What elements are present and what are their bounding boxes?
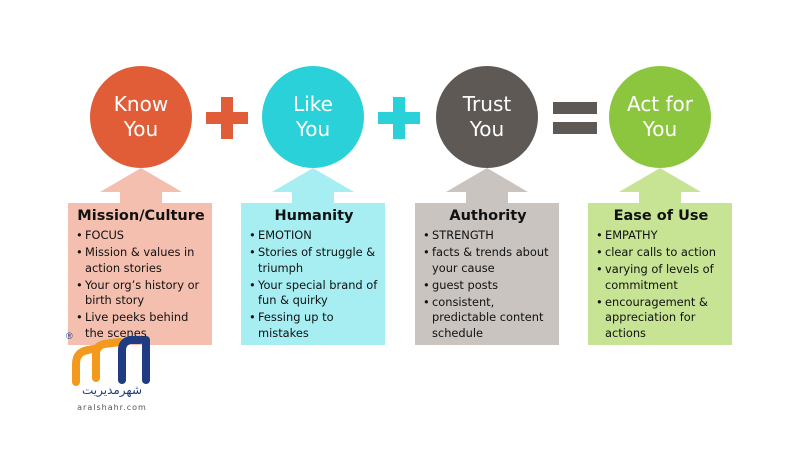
card-title: Ease of Use: [613, 208, 709, 224]
equals-operator: [553, 102, 597, 134]
list-item: facts & trends about your cause: [423, 245, 553, 276]
list-item: Fessing up to mistakes: [249, 310, 379, 341]
list-item: Stories of struggle & triumph: [249, 245, 379, 276]
humanity-card: Humanity EMOTION Stories of struggle & t…: [241, 203, 385, 345]
mission-culture-card: Mission/Culture FOCUS Mission & values i…: [68, 203, 212, 345]
card-title: Authority: [449, 208, 527, 224]
list-item: Your special brand of fun & quirky: [249, 278, 379, 309]
list-item: FOCUS: [76, 228, 206, 244]
act-for-you-line1: Act for: [626, 92, 694, 116]
logo-tagline: شهرمدیریت: [81, 383, 143, 397]
list-item: EMPATHY: [596, 228, 726, 244]
registered-mark: ®: [66, 331, 73, 341]
card-title: Mission/Culture: [77, 208, 205, 224]
up-arrow-mission: [100, 168, 182, 204]
list-item: Your org’s history or birth story: [76, 278, 206, 309]
logo-mark: [72, 336, 150, 386]
list-item: consistent, predictable content schedule: [423, 295, 553, 342]
list-item: Mission & values in action stories: [76, 245, 206, 276]
know-you-line2: You: [123, 117, 159, 141]
trust-you-line1: Trust: [462, 92, 512, 116]
up-arrow-ease: [619, 168, 701, 204]
list-item: encouragement & appreciation for actions: [596, 295, 726, 342]
plus-operator-2: [378, 97, 420, 139]
list-item: STRENGTH: [423, 228, 553, 244]
list-item: EMOTION: [249, 228, 379, 244]
know-you-line1: Know: [113, 92, 169, 116]
like-you-line1: Like: [293, 92, 333, 116]
list-item: Live peeks behind the scenes: [76, 310, 206, 341]
list-item: guest posts: [423, 278, 553, 294]
list-item: varying of levels of commitment: [596, 262, 726, 293]
up-arrow-authority: [446, 168, 528, 204]
act-for-you-line2: You: [642, 117, 678, 141]
list-item: clear calls to action: [596, 245, 726, 261]
authority-card: Authority STRENGTH facts & trends about …: [415, 203, 559, 345]
plus-operator-1: [206, 97, 248, 139]
trust-you-line2: You: [469, 117, 505, 141]
logo-url: aralshahr.com: [77, 403, 147, 412]
up-arrow-humanity: [272, 168, 354, 204]
card-title: Humanity: [274, 208, 354, 224]
like-you-line2: You: [295, 117, 331, 141]
ease-of-use-card: Ease of Use EMPATHY clear calls to actio…: [588, 203, 732, 345]
